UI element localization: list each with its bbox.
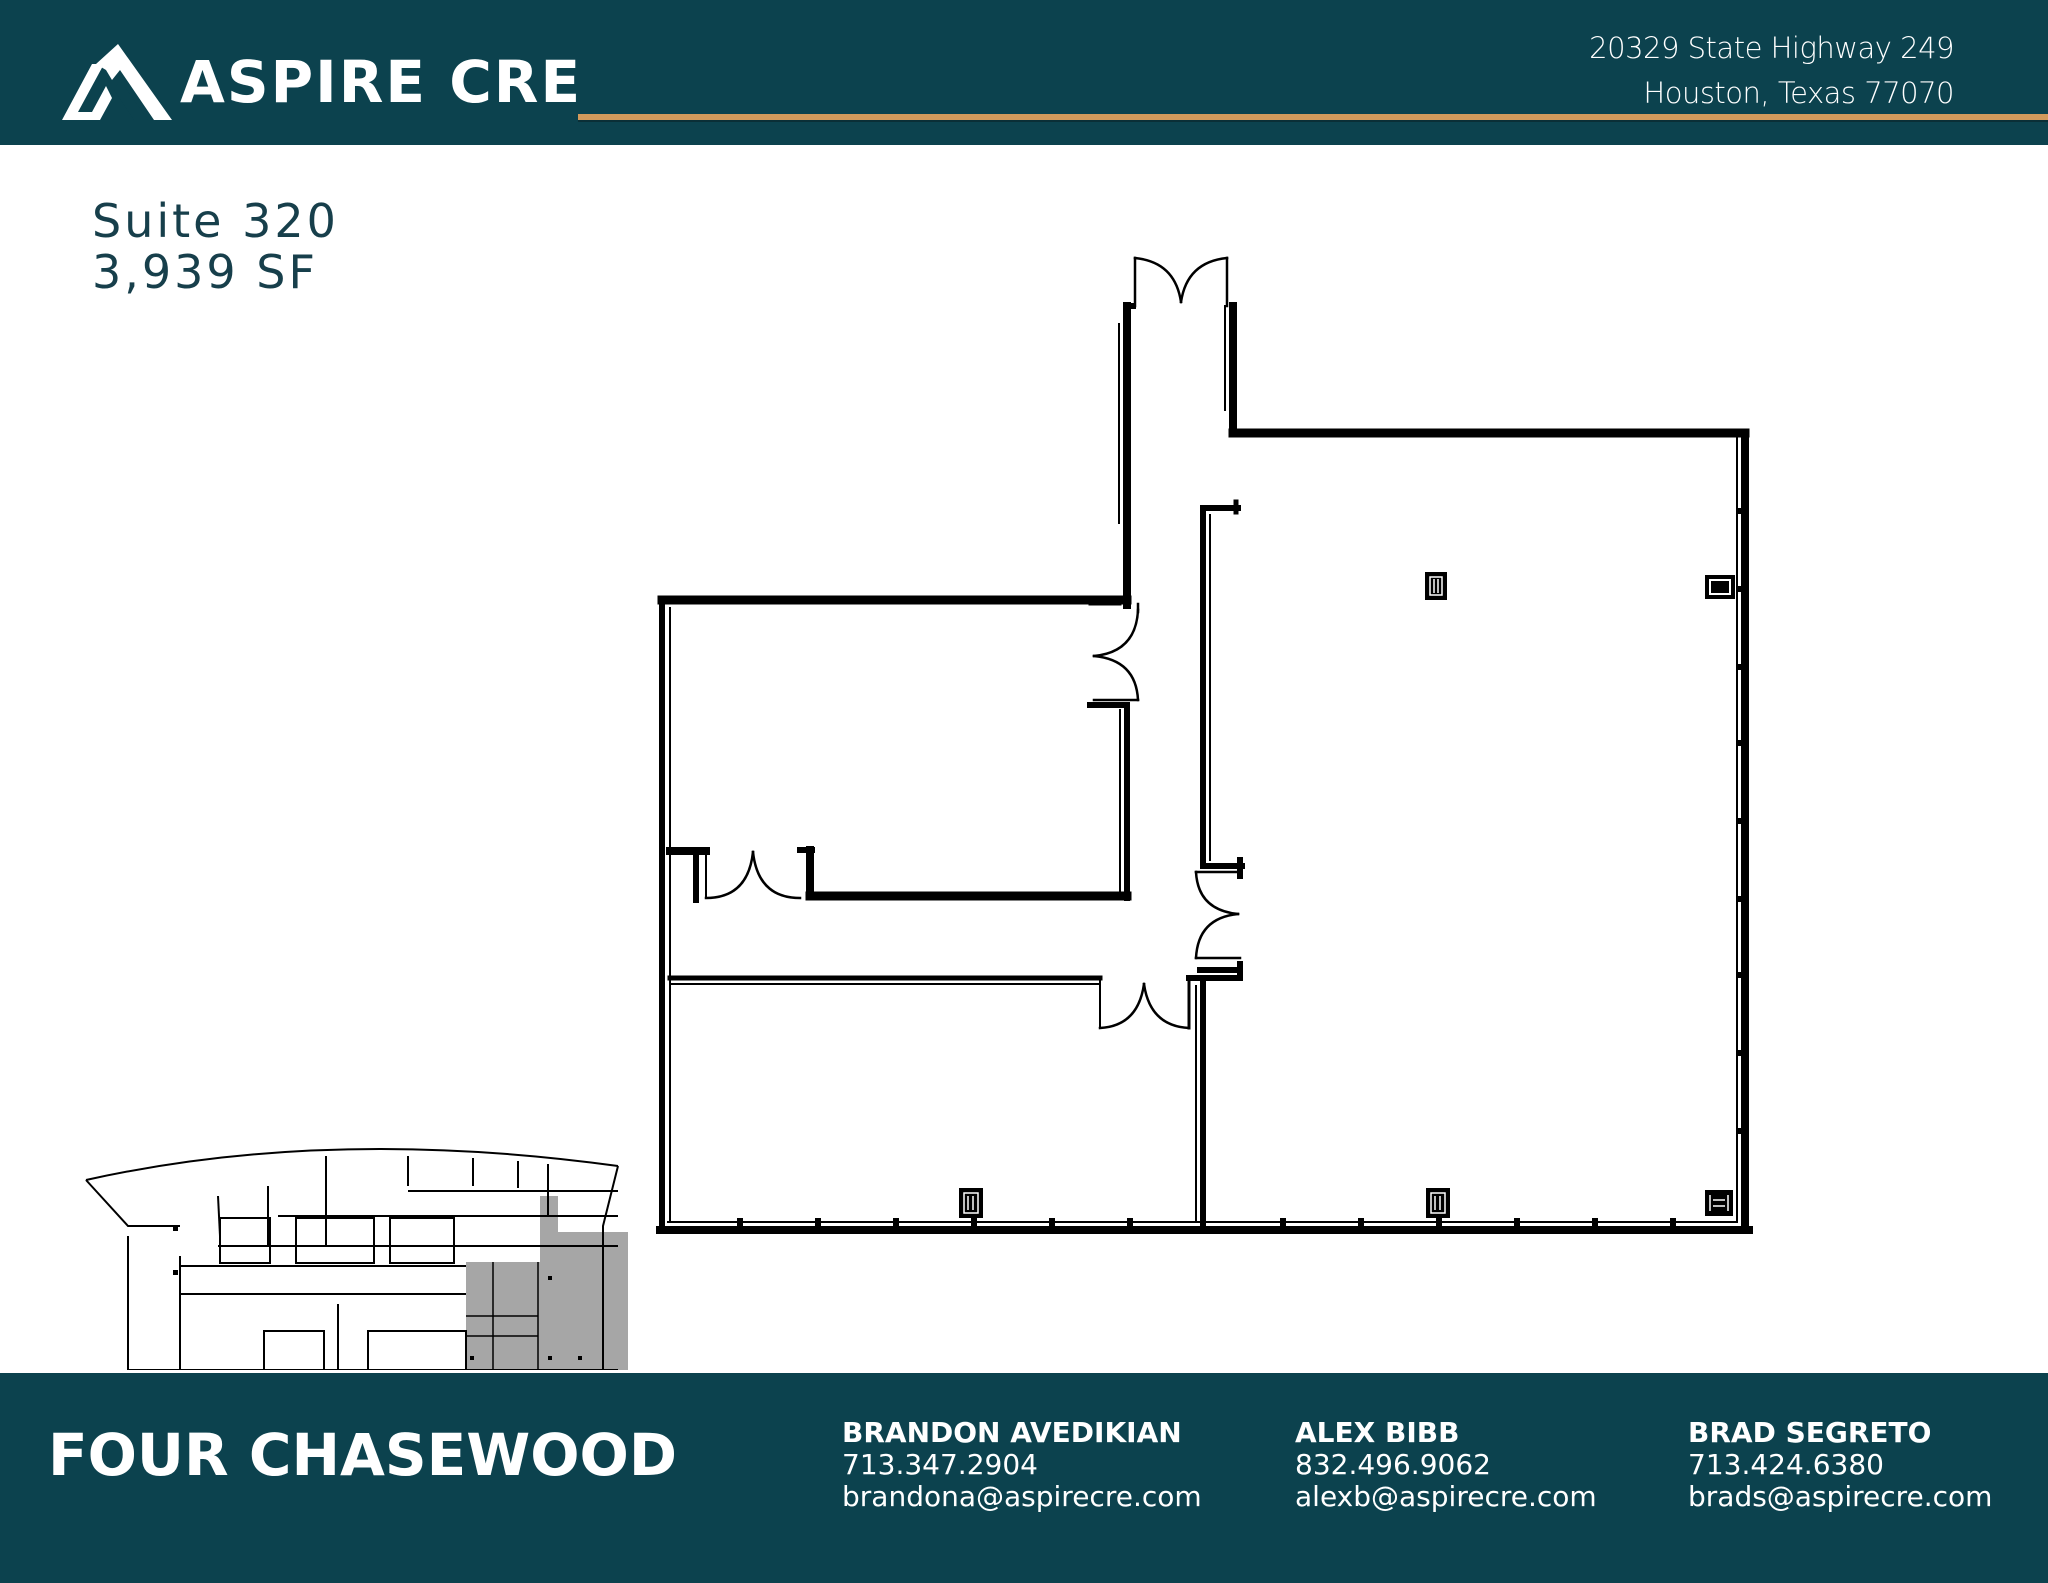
broker-phone[interactable]: 713.424.6380 bbox=[1688, 1448, 1884, 1481]
double-door-icon bbox=[1092, 602, 1140, 702]
key-plan bbox=[85, 1147, 628, 1370]
suite-name: Suite 320 bbox=[92, 194, 339, 248]
broker-contact: BRAD SEGRETO 713.424.6380 brads@aspirecr… bbox=[1688, 1417, 1992, 1513]
address-line-1: 20329 State Highway 249 bbox=[1589, 31, 1954, 65]
double-door-icon bbox=[704, 850, 802, 900]
broker-phone[interactable]: 713.347.2904 bbox=[842, 1448, 1038, 1481]
header-banner: ASPIRE CRE 20329 State Highway 249 Houst… bbox=[0, 0, 2048, 145]
broker-email[interactable]: alexb@aspirecre.com bbox=[1295, 1480, 1597, 1513]
property-name: FOUR CHASEWOOD bbox=[48, 1421, 677, 1489]
accent-divider bbox=[578, 114, 2048, 122]
double-door-icon bbox=[1194, 870, 1242, 960]
broker-contact: BRANDON AVEDIKIAN 713.347.2904 brandona@… bbox=[842, 1417, 1202, 1513]
brand-logo: ASPIRE CRE bbox=[62, 44, 582, 120]
broker-phone[interactable]: 832.496.9062 bbox=[1295, 1448, 1491, 1481]
column-icon bbox=[959, 572, 1735, 1218]
broker-name: BRANDON AVEDIKIAN bbox=[842, 1416, 1182, 1449]
broker-contact: ALEX BIBB 832.496.9062 alexb@aspirecre.c… bbox=[1295, 1417, 1597, 1513]
suite-label: Suite 320 3,939 SF bbox=[92, 196, 339, 298]
double-door-icon bbox=[1133, 256, 1229, 308]
floor-plan bbox=[656, 256, 1753, 1234]
broker-name: BRAD SEGRETO bbox=[1688, 1416, 1932, 1449]
broker-name: ALEX BIBB bbox=[1295, 1416, 1460, 1449]
suite-area: 3,939 SF bbox=[92, 245, 318, 299]
address-line-2: Houston, Texas 77070 bbox=[1643, 76, 1954, 110]
double-door-icon bbox=[1098, 982, 1191, 1030]
broker-email[interactable]: brandona@aspirecre.com bbox=[842, 1480, 1202, 1513]
broker-email[interactable]: brads@aspirecre.com bbox=[1688, 1480, 1993, 1513]
window-mullion-icon bbox=[737, 508, 1748, 1230]
office-address: 20329 State Highway 249 Houston, Texas 7… bbox=[1589, 26, 1954, 116]
brand-name: ASPIRE CRE bbox=[180, 48, 583, 116]
aspire-mountain-icon bbox=[62, 44, 172, 120]
footer-banner: FOUR CHASEWOOD BRANDON AVEDIKIAN 713.347… bbox=[0, 1373, 2048, 1583]
